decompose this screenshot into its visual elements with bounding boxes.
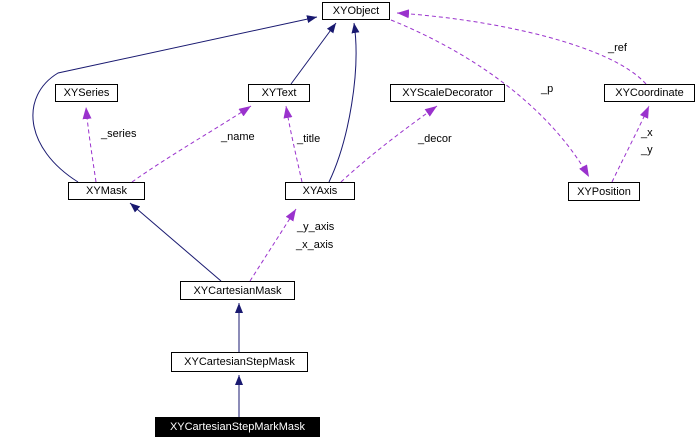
node-xyseries[interactable]: XYSeries bbox=[55, 84, 118, 102]
edge-label-y-axis: _y_axis bbox=[297, 221, 335, 233]
edge-xyposition-to-xycoordinate bbox=[611, 105, 650, 183]
node-xycartesianstepmask[interactable]: XYCartesianStepMask bbox=[171, 352, 308, 372]
edge-xyobject-to-xyposition bbox=[390, 19, 590, 178]
edge-label-name: _name bbox=[221, 131, 255, 143]
edge-label-decor: _decor bbox=[418, 133, 452, 145]
edge-xyaxis-to-xyobject bbox=[328, 22, 360, 183]
node-xyaxis[interactable]: XYAxis bbox=[285, 182, 355, 200]
node-xyobject[interactable]: XYObject bbox=[322, 2, 390, 20]
node-xymask[interactable]: XYMask bbox=[68, 182, 145, 200]
node-xyscaledecorator[interactable]: XYScaleDecorator bbox=[390, 84, 505, 102]
edge-xyaxis-to-xytext bbox=[283, 105, 303, 183]
edge-xymask-to-xyseries bbox=[82, 106, 97, 183]
node-xycartesianstepmarkmask: XYCartesianStepMarkMask bbox=[155, 417, 320, 437]
node-xycoordinate[interactable]: XYCoordinate bbox=[604, 84, 695, 102]
edge-label-y: _y bbox=[641, 144, 653, 156]
edge-xycartesianmask-to-xymask bbox=[129, 202, 222, 282]
edge-xycartesianmask-to-xyaxis bbox=[249, 208, 297, 282]
node-xytext[interactable]: XYText bbox=[248, 84, 310, 102]
edge-xymask-to-xyobject bbox=[32, 15, 318, 183]
edge-xycoordinate-to-xyobject bbox=[396, 9, 647, 85]
edge-label-series: _series bbox=[101, 128, 137, 140]
edge-xymask-to-xytext bbox=[131, 105, 252, 183]
edge-label-x: _x bbox=[641, 127, 653, 139]
edge-label-x-axis: _x_axis bbox=[296, 239, 334, 251]
edge-label-p: _p bbox=[541, 83, 554, 95]
node-xyposition[interactable]: XYPosition bbox=[568, 182, 640, 201]
edge-xytext-to-xyobject bbox=[290, 22, 337, 85]
edge-label-ref: _ref bbox=[608, 42, 627, 54]
edge-label-title: _title bbox=[297, 133, 321, 145]
node-xycartesianmask[interactable]: XYCartesianMask bbox=[180, 281, 295, 300]
